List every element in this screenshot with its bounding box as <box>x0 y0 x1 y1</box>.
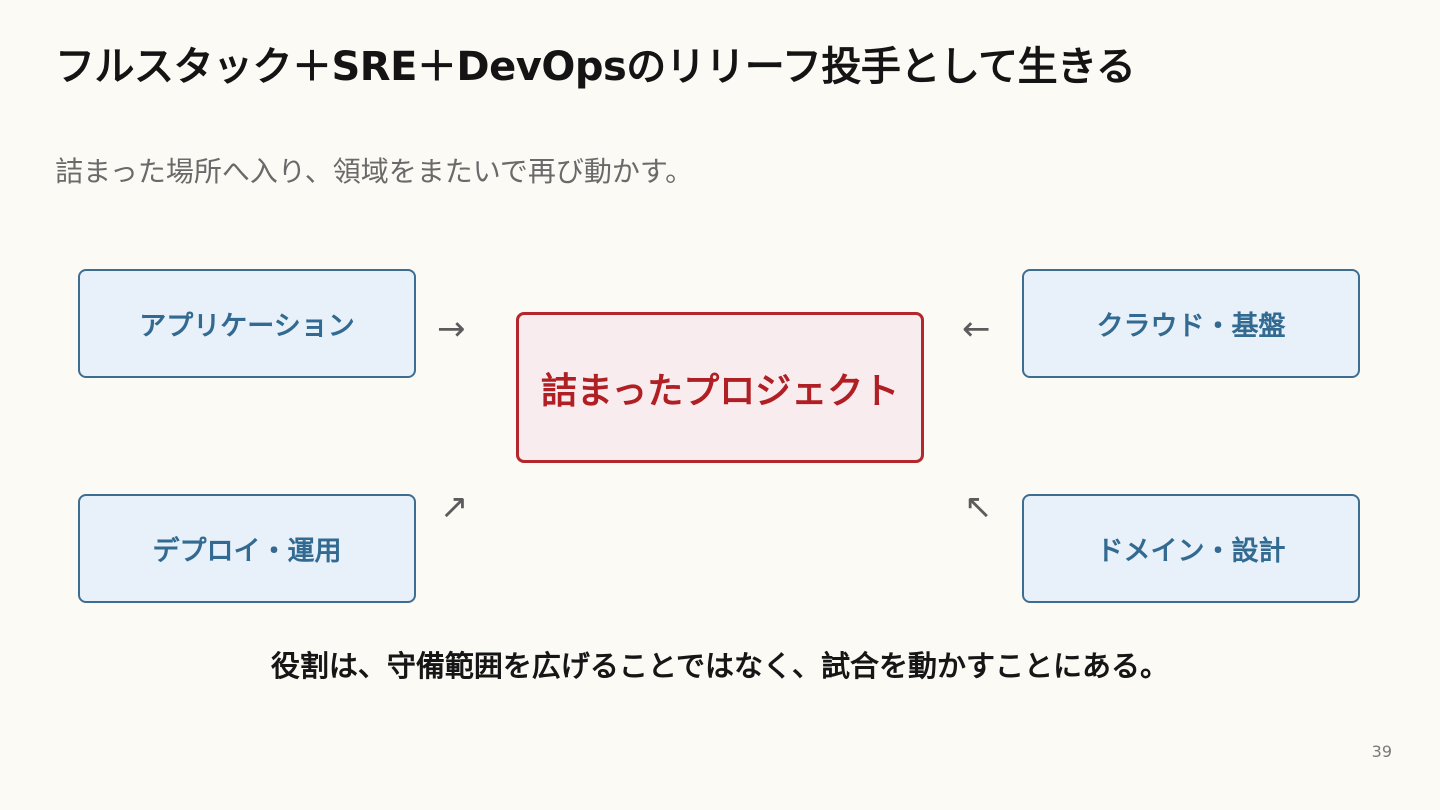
stuck-project-label: 詰まったプロジェクト <box>540 370 900 412</box>
page-number: 39 <box>1371 742 1392 761</box>
cloud-infra-label: クラウド・基盤 <box>1096 311 1286 342</box>
domain-design-label: ドメイン・設計 <box>1096 536 1286 567</box>
domain-design-box: ドメイン・設計 <box>1022 494 1360 603</box>
conclusion-text: 役割は、守備範囲を広げることではなく、試合を動かすことにある。 <box>270 649 1170 683</box>
arrow-left-icon: ← <box>962 309 991 349</box>
cloud-infra-box: クラウド・基盤 <box>1022 269 1360 378</box>
arrow-up-left-icon: ↖ <box>964 487 993 527</box>
arrow-up-right-icon: ↗ <box>440 487 469 527</box>
stuck-project-box: 詰まったプロジェクト <box>516 312 924 463</box>
arrow-right-icon: → <box>437 309 466 349</box>
slide-title: フルスタック＋SRE＋DevOpsのリリーフ投手として生きる <box>55 44 1136 90</box>
deploy-ops-box: デプロイ・運用 <box>78 494 416 603</box>
application-label: アプリケーション <box>139 311 355 342</box>
deploy-ops-label: デプロイ・運用 <box>152 536 342 567</box>
slide-subtitle: 詰まった場所へ入り、領域をまたいで再び動かす。 <box>55 155 694 188</box>
application-box: アプリケーション <box>78 269 416 378</box>
